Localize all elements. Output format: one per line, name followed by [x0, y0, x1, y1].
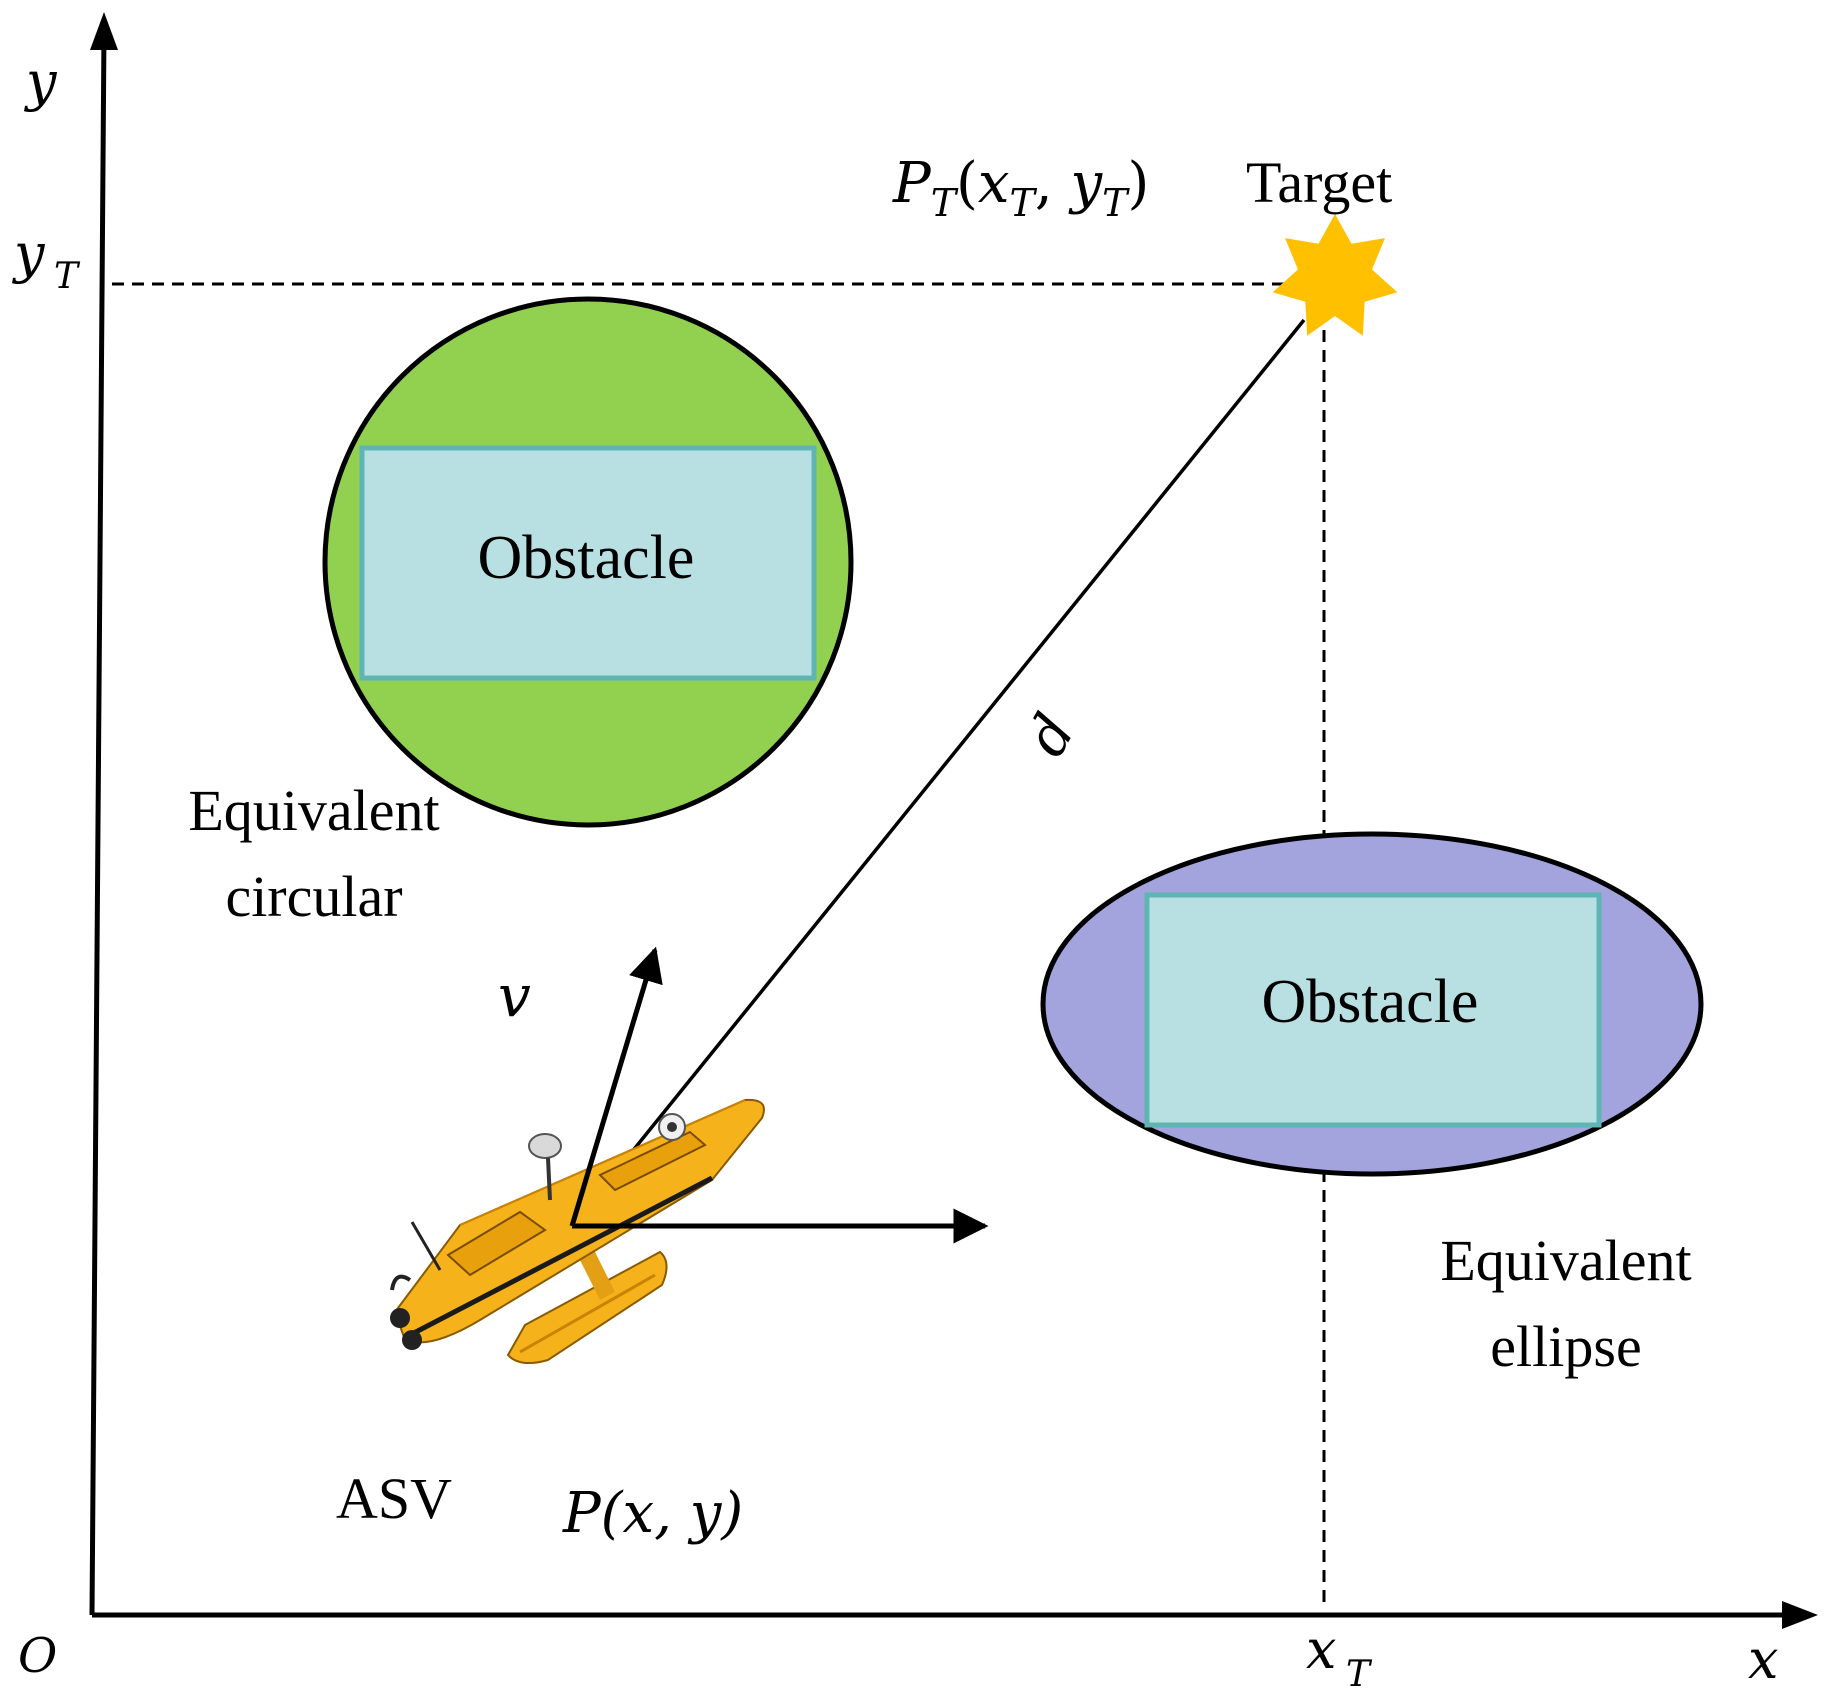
- svg-text:T: T: [54, 256, 81, 297]
- obstacle-circular: Obstacle: [322, 296, 854, 828]
- origin-label: O: [18, 1628, 57, 1684]
- y-axis: [89, 31, 107, 1616]
- target-coordinate-label: PT(xT, yT): [892, 151, 1149, 225]
- svg-text:T: T: [1346, 1654, 1373, 1695]
- xT-tick-label: x T: [1306, 1618, 1373, 1695]
- asv-label: ASV: [336, 1466, 452, 1531]
- obstacle-rect: [359, 445, 817, 681]
- velocity-arrow: [569, 946, 663, 1227]
- asv-position-label: P(x, y): [562, 1481, 743, 1546]
- obstacle-label: Obstacle: [1262, 968, 1479, 1036]
- y-axis-label: y: [24, 50, 58, 113]
- y-axis-arrow-icon: [90, 12, 118, 50]
- x-axis-arrow-icon: [1782, 1601, 1818, 1629]
- x-axis-label: x: [1748, 1628, 1778, 1691]
- svg-text:ellipse: ellipse: [1490, 1314, 1641, 1379]
- axes: [89, 12, 1818, 1629]
- svg-text:circular: circular: [225, 864, 402, 929]
- equivalent-ellipse-label: Equivalent ellipse: [1440, 1228, 1691, 1379]
- svg-text:y: y: [12, 222, 46, 285]
- svg-text:Equivalent: Equivalent: [188, 778, 439, 843]
- svg-text:x: x: [1306, 1618, 1336, 1681]
- distance-label: d: [1014, 703, 1088, 767]
- svg-text:Equivalent: Equivalent: [1440, 1228, 1691, 1293]
- target-star-icon: [1272, 214, 1398, 336]
- velocity-label: v: [498, 962, 531, 1030]
- obstacle-ellipse: Obstacle: [1040, 831, 1704, 1177]
- distance-line: [570, 318, 1306, 1228]
- asv-boat-icon: [390, 1098, 765, 1365]
- obstacle-rect: [1144, 892, 1602, 1128]
- obstacle-label: Obstacle: [478, 524, 695, 592]
- target-label: Target: [1246, 150, 1392, 215]
- yT-tick-label: y T: [12, 222, 81, 297]
- equivalent-circular-label: Equivalent circular: [188, 778, 439, 929]
